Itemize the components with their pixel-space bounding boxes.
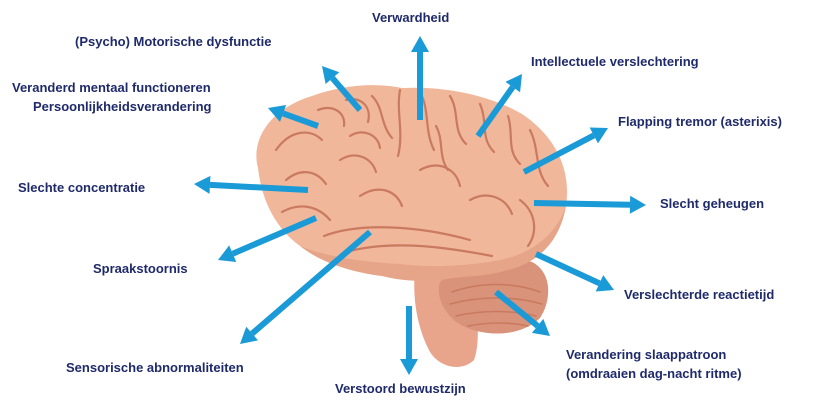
arrow-bewustzijn [400,306,418,375]
label-intellectuele-verslechtering: Intellectuele verslechtering [531,54,699,70]
cerebrum [256,85,567,281]
label-veranderd-mentaal-functioneren: Veranderd mentaal functioneren [12,80,211,96]
label-psycho-motorische-dysfunctie: (Psycho) Motorische dysfunctie [75,34,271,50]
label-verwardheid: Verwardheid [372,10,449,26]
label-verandering-slaappatroon: Verandering slaappatroon [566,347,726,363]
label-verslechterde-reactietijd: Verslechterde reactietijd [624,287,774,303]
label-spraakstoornis: Spraakstoornis [93,261,188,277]
label-slechte-concentratie: Slechte concentratie [18,180,145,196]
label-flapping-tremor: Flapping tremor (asterixis) [618,114,782,130]
label-sensorische-abnormaliteiten: Sensorische abnormaliteiten [66,360,244,376]
label-slecht-geheugen: Slecht geheugen [660,196,764,212]
label-omdraaien-dag-nacht-ritme: (omdraaien dag-nacht ritme) [566,366,742,382]
label-persoonlijkheidsverandering: Persoonlijkheidsverandering [33,99,211,115]
label-verstoord-bewustzijn: Verstoord bewustzijn [335,381,466,397]
